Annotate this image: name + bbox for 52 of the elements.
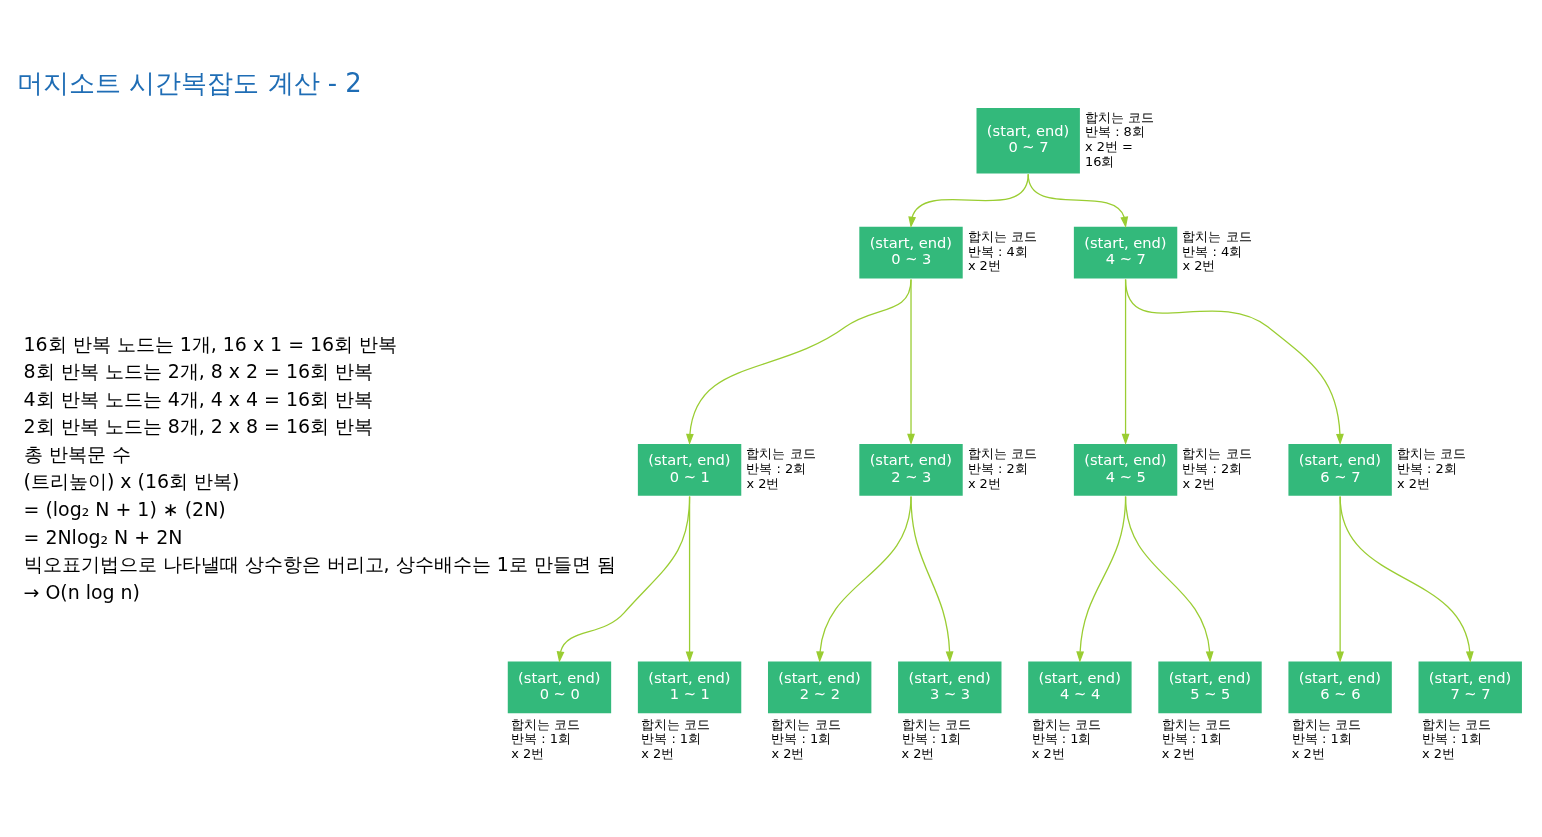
node-box: (start, end) 6 ~ 6 (1288, 661, 1392, 713)
arrow (556, 495, 691, 663)
arrow (686, 278, 912, 445)
node-label: 합치는 코드 반복 : 1회 x 2번 (1421, 716, 1492, 761)
node-box: (start, end) 0 ~ 0 (507, 661, 612, 713)
arrow (908, 173, 1029, 228)
node-box: (start, end) 6 ~ 7 (1288, 443, 1392, 496)
node-box: (start, end) 3 ~ 3 (898, 661, 1002, 713)
arrow (1124, 495, 1214, 663)
node-box: (start, end) 4 ~ 4 (1028, 661, 1132, 713)
node-box: (start, end) 1 ~ 1 (637, 661, 742, 713)
node-box: (start, end) 5 ~ 5 (1158, 661, 1262, 713)
label: 16회 반복 노드는 1개, 16 x 1 = 16회 반복 (23, 332, 398, 355)
arrow (1124, 278, 1344, 445)
node-label: 합치는 코드 반복 : 8회 x 2번 = 16회 (1085, 109, 1155, 169)
arrow (907, 278, 915, 445)
label: 4회 반복 노드는 4개, 4 x 4 = 16회 반복 (23, 387, 374, 410)
node-label: 합치는 코드 반복 : 4회 x 2번 (1182, 228, 1252, 273)
label: 총 반복문 수 (23, 442, 131, 465)
node-box: (start, end) 0 ~ 7 (976, 107, 1080, 173)
arrow (685, 495, 694, 663)
node-box: (start, end) 4 ~ 7 (1073, 226, 1178, 279)
node-box: (start, end) 0 ~ 3 (859, 226, 963, 279)
node-label: 합치는 코드 반복 : 1회 x 2번 (771, 716, 841, 761)
node-box: (start, end) 0 ~ 1 (637, 443, 742, 496)
diagram-title: 머지소트 시간복잡도 계산 - 2 (17, 67, 362, 98)
arrow (1336, 495, 1345, 663)
node-label: 합치는 코드 반복 : 1회 x 2번 (1031, 716, 1101, 761)
arrow (1027, 173, 1129, 228)
label: → O(n log n) (23, 580, 140, 603)
arrow (910, 495, 954, 663)
node-label: 합치는 코드 반복 : 1회 x 2번 (511, 716, 581, 761)
node-label: 합치는 코드 반복 : 2회 x 2번 (746, 445, 816, 490)
label: (트리높이) x (16회 반복) (23, 469, 240, 492)
node-label: 합치는 코드 반복 : 2회 x 2번 (1182, 445, 1252, 490)
arrow (1339, 495, 1474, 663)
node-box: (start, end) 4 ~ 5 (1073, 443, 1178, 496)
label: 8회 반복 노드는 2개, 8 x 2 = 16회 반복 (23, 359, 374, 382)
node-label: 합치는 코드 반복 : 1회 x 2번 (1161, 716, 1231, 761)
node-label: 합치는 코드 반복 : 2회 x 2번 (967, 445, 1037, 490)
label: = 2Nlog₂ N + 2N (23, 525, 183, 548)
label: 빅오표기법으로 나타낼때 상수항은 버리고, 상수배수는 1로 만들면 됨 (23, 552, 616, 575)
node-label: 합치는 코드 반복 : 1회 x 2번 (901, 716, 971, 761)
node-label: 합치는 코드 반복 : 2회 x 2번 (1396, 445, 1467, 490)
node-box: (start, end) 2 ~ 3 (859, 443, 963, 496)
label: = (log₂ N + 1) ∗ (2N) (23, 497, 226, 520)
node-box: (start, end) 2 ~ 2 (768, 661, 872, 713)
node-label: 합치는 코드 반복 : 4회 x 2번 (967, 228, 1037, 273)
node-box: (start, end) 7 ~ 7 (1418, 661, 1522, 713)
label: 2회 반복 노드는 8개, 2 x 8 = 16회 반복 (23, 414, 374, 437)
node-label: 합치는 코드 반복 : 1회 x 2번 (1291, 716, 1361, 761)
node-label: 합치는 코드 반복 : 1회 x 2번 (641, 716, 711, 761)
